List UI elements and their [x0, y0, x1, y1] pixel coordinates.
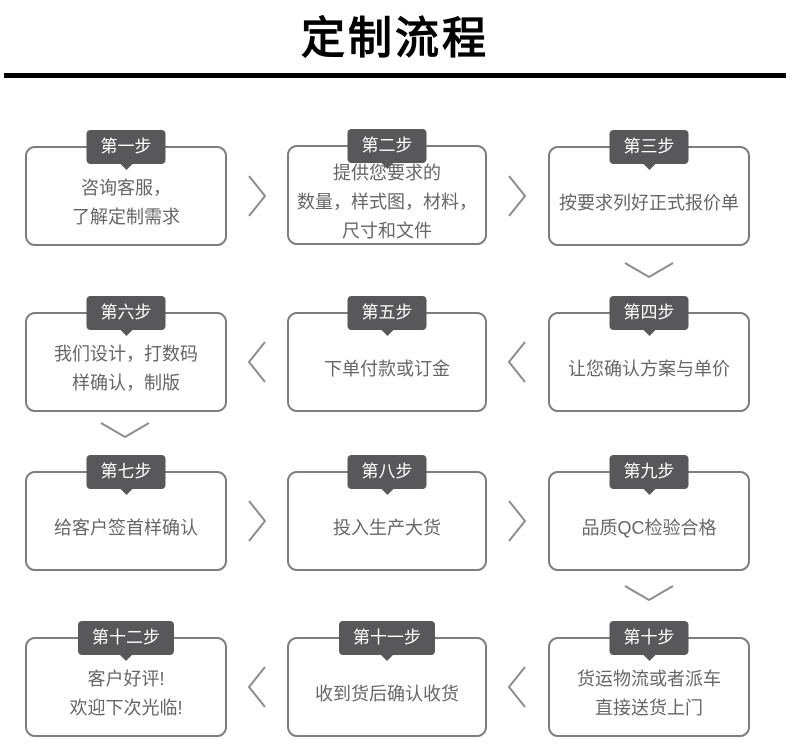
arrow-right-icon	[246, 173, 268, 224]
step-5-content: 下单付款或订金	[289, 328, 485, 410]
arrow-down-icon	[622, 583, 676, 608]
step-4-tab: 第四步	[609, 296, 689, 331]
step-3-label: 第三步	[623, 137, 675, 157]
arrow-left-icon	[246, 664, 268, 715]
step-3-tab: 第三步	[609, 130, 689, 165]
step-2-tab: 第二步	[347, 129, 427, 164]
step-4-content: 让您确认方案与单价	[550, 328, 748, 410]
step-12-box: 第十二步 客户好评! 欢迎下次光临!	[25, 621, 227, 738]
step-7-content: 给客户签首样确认	[27, 487, 225, 569]
arrow-right-icon	[246, 498, 268, 549]
step-text-line: 收到货后确认收货	[315, 683, 459, 704]
step-9-label: 第九步	[623, 462, 675, 482]
step-6-box: 第六步 我们设计，打数码 样确认，制版	[25, 296, 227, 413]
page-header: 定制流程	[0, 0, 790, 79]
step-text-line: 给客户签首样确认	[54, 517, 198, 538]
step-2-content: 提供您要求的 数量，样式图，材料， 尺寸和文件	[289, 161, 485, 243]
step-6-content: 我们设计，打数码 样确认，制版	[27, 328, 225, 410]
step-text-line: 我们设计，打数码	[54, 344, 198, 365]
arrow-right-icon	[506, 173, 528, 224]
title-divider	[4, 73, 786, 79]
arrow-down-icon	[98, 420, 152, 445]
step-7-box: 第七步 给客户签首样确认	[25, 455, 227, 572]
step-text-line: 直接送货上门	[595, 698, 703, 719]
step-4-box: 第四步 让您确认方案与单价	[548, 296, 750, 413]
step-11-tab: 第十一步	[339, 621, 435, 656]
step-text-line: 尺寸和文件	[342, 220, 432, 241]
step-2-box: 第二步 提供您要求的 数量，样式图，材料， 尺寸和文件	[287, 129, 487, 246]
step-11-box: 第十一步 收到货后确认收货	[287, 621, 487, 738]
step-text-line: 下单付款或订金	[324, 358, 450, 379]
process-flow-diagram: 第一步 咨询客服， 了解定制需求 第二步 提供您要求的 数量，样式图，材料， 尺…	[0, 78, 790, 754]
step-2-label: 第二步	[361, 136, 413, 156]
arrow-left-icon	[246, 339, 268, 390]
step-text-line: 咨询客服，	[81, 178, 171, 199]
step-text-line: 让您确认方案与单价	[568, 358, 730, 379]
step-9-box: 第九步 品质QC检验合格	[548, 455, 750, 572]
step-text-line: 提供您要求的	[333, 162, 441, 183]
step-text-line: 客户好评!	[87, 669, 165, 690]
step-8-tab: 第八步	[347, 455, 427, 490]
step-text-line: 按要求列好正式报价单	[559, 192, 739, 213]
step-10-content: 货运物流或者派车 直接送货上门	[550, 653, 748, 735]
step-3-content: 按要求列好正式报价单	[550, 162, 748, 244]
step-text-line: 数量，样式图，材料，	[297, 191, 477, 212]
step-1-content: 咨询客服， 了解定制需求	[27, 162, 225, 244]
step-3-box: 第三步 按要求列好正式报价单	[548, 130, 750, 247]
step-1-box: 第一步 咨询客服， 了解定制需求	[25, 130, 227, 247]
step-8-box: 第八步 投入生产大货	[287, 455, 487, 572]
page-title: 定制流程	[301, 14, 489, 63]
step-10-tab: 第十步	[609, 621, 689, 656]
step-9-content: 品质QC检验合格	[550, 487, 748, 569]
arrow-left-icon	[506, 664, 528, 715]
arrow-left-icon	[506, 339, 528, 390]
step-8-content: 投入生产大货	[289, 487, 485, 569]
step-1-tab: 第一步	[86, 130, 166, 165]
step-10-box: 第十步 货运物流或者派车 直接送货上门	[548, 621, 750, 738]
step-12-tab: 第十二步	[78, 621, 174, 656]
step-6-tab: 第六步	[86, 296, 166, 331]
step-7-tab: 第七步	[86, 455, 166, 490]
step-10-label: 第十步	[623, 628, 675, 648]
step-7-label: 第七步	[100, 462, 152, 482]
step-text-line: 欢迎下次光临!	[69, 698, 183, 719]
step-text-line: 投入生产大货	[333, 517, 441, 538]
step-text-line: 了解定制需求	[72, 207, 180, 228]
arrow-down-icon	[622, 260, 676, 285]
step-1-label: 第一步	[100, 137, 152, 157]
step-6-label: 第六步	[100, 303, 152, 323]
step-5-tab: 第五步	[347, 296, 427, 331]
step-5-box: 第五步 下单付款或订金	[287, 296, 487, 413]
step-12-content: 客户好评! 欢迎下次光临!	[27, 653, 225, 735]
step-text-line: 样确认，制版	[72, 373, 180, 394]
step-text-line: 品质QC检验合格	[581, 517, 717, 538]
step-5-label: 第五步	[361, 303, 413, 323]
arrow-right-icon	[506, 498, 528, 549]
step-11-label: 第十一步	[353, 628, 421, 648]
step-12-label: 第十二步	[92, 628, 160, 648]
step-11-content: 收到货后确认收货	[289, 653, 485, 735]
step-8-label: 第八步	[361, 462, 413, 482]
step-4-label: 第四步	[623, 303, 675, 323]
step-text-line: 货运物流或者派车	[577, 669, 721, 690]
step-9-tab: 第九步	[609, 455, 689, 490]
